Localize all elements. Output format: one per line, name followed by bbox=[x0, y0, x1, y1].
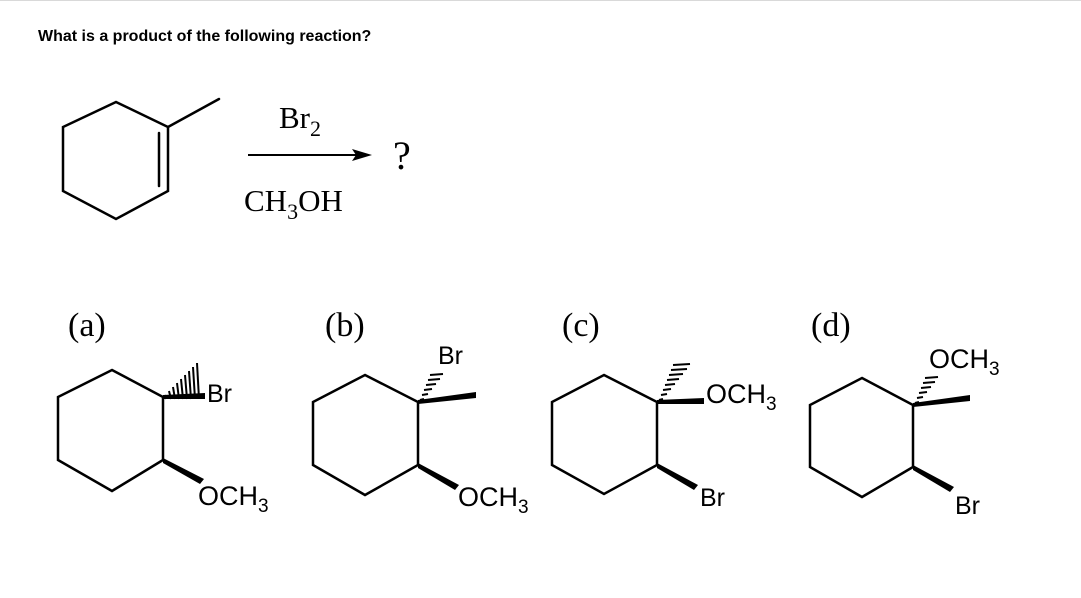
arrow-head-icon bbox=[352, 149, 372, 161]
substituent-br-c: Br bbox=[700, 484, 725, 512]
solid-wedge-och3-b bbox=[418, 463, 459, 490]
choice-a-label: (a) bbox=[68, 307, 106, 344]
solid-wedge-br-a bbox=[163, 393, 205, 399]
cyclohexene-ring bbox=[61, 100, 170, 221]
substituent-br-a: Br bbox=[207, 380, 232, 408]
hashed-wedge-d bbox=[914, 376, 939, 404]
solid-wedge-methyl-b bbox=[418, 392, 476, 404]
choice-c-label: (c) bbox=[562, 307, 600, 344]
cyclohexane-ring-c bbox=[550, 373, 659, 496]
choice-b-label: (b) bbox=[325, 307, 365, 344]
substituent-br-b: Br bbox=[438, 342, 463, 370]
top-border bbox=[0, 0, 1081, 1]
substituent-br-d: Br bbox=[955, 492, 980, 520]
solid-wedge-br-c bbox=[657, 463, 698, 490]
choice-d: (d) OCH3 Br bbox=[808, 307, 1000, 520]
choice-a: (a) Br OCH3 bbox=[56, 307, 269, 517]
cyclohexane-ring-d bbox=[808, 376, 915, 499]
hashed-wedge-b bbox=[419, 373, 444, 401]
reagent-br2: Br2 bbox=[279, 100, 321, 141]
solid-wedge-och3-c bbox=[657, 398, 704, 404]
reagent-methanol: CH3OH bbox=[244, 183, 343, 224]
cyclohexane-ring-b bbox=[311, 373, 420, 497]
solid-wedge-och3-a bbox=[163, 458, 204, 484]
unknown-product-mark: ? bbox=[393, 133, 411, 178]
choice-c: (c) OCH3 Br bbox=[550, 307, 777, 512]
substituent-och3-c: OCH3 bbox=[706, 379, 777, 415]
substituent-och3-a: OCH3 bbox=[198, 481, 269, 517]
choice-d-label: (d) bbox=[811, 307, 851, 344]
substituent-och3-d: OCH3 bbox=[929, 344, 1000, 380]
solid-wedge-methyl-d bbox=[913, 395, 970, 407]
question-text: What is a product of the following react… bbox=[38, 28, 372, 45]
cyclohexane-ring-a bbox=[56, 368, 165, 493]
choice-b: (b) Br OCH3 bbox=[311, 307, 529, 518]
reaction-arrow-group: Br2 CH3OH ? bbox=[244, 100, 411, 224]
starting-material-molecule bbox=[61, 97, 221, 221]
hashed-wedge-c bbox=[658, 363, 691, 401]
solid-wedge-br-d bbox=[913, 465, 954, 492]
substituent-och3-b: OCH3 bbox=[458, 482, 529, 518]
methyl-bond bbox=[166, 97, 221, 129]
